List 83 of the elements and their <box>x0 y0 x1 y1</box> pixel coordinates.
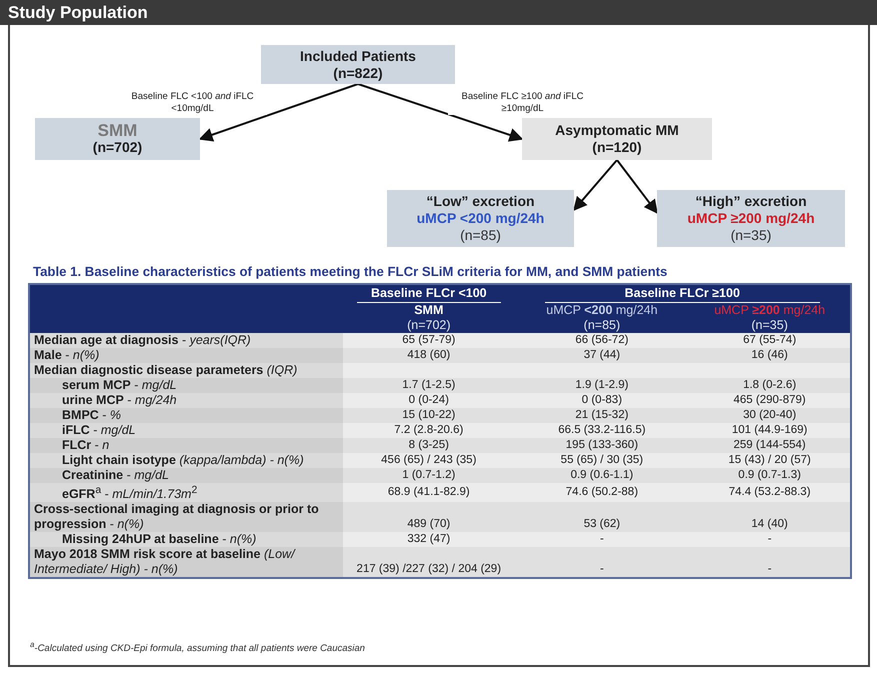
cell-value: - <box>514 547 690 578</box>
cell-value: 66.5 (33.2-116.5) <box>514 423 690 438</box>
node-text: SMM <box>98 122 138 139</box>
arrow <box>358 83 524 142</box>
footnote: $^{a}$-Calculated using CKD-Epi formula, assuming that all patients were Caucasian <box>30 640 365 654</box>
node-text: (n=35) <box>730 227 772 244</box>
cell-value: 465 (290-879) <box>689 393 851 408</box>
row-label: eGFR$^{a}$ - mL/min/1.73m$^{2}$ <box>29 483 344 502</box>
cell-value: 55 (65) / 30 (35) <box>514 453 690 468</box>
process-box <box>261 45 455 84</box>
cell-value: 67 (55-74) <box>689 333 851 348</box>
process-box <box>387 190 574 247</box>
node-text: Included Patients <box>300 48 416 64</box>
node-text: (n=120) <box>592 139 642 156</box>
row-label: Missing 24hUP at baseline - n(%) <box>29 532 344 548</box>
cell-value: 1 (0.7-1.2) <box>343 468 515 483</box>
column-header: uMCP <200 mg/24h <box>545 303 659 318</box>
cell-value: 65 (57-79) <box>343 333 515 348</box>
row-label: Median age at diagnosis - years(IQR) <box>29 333 344 348</box>
cell-value: 332 (47) <box>343 532 515 548</box>
column-header: (n=35) <box>750 318 789 333</box>
node-text: (n=702) <box>92 139 142 156</box>
row-label: urine MCP - mg/24h <box>29 393 344 408</box>
cell-value: 0 (0-24) <box>343 393 515 408</box>
row-label: Male - n(%) <box>29 348 344 363</box>
process-box <box>35 118 200 160</box>
cell-value: 30 (20-40) <box>689 408 851 423</box>
arrow <box>573 159 618 211</box>
row-label: Median diagnostic disease parameters (IQR) <box>29 363 344 378</box>
cell-value: 259 (144-554) <box>689 438 851 453</box>
arrow <box>616 159 658 214</box>
row-label: Mayo 2018 SMM risk score at baseline (Low/ Intermediate/ High) - n(%) <box>29 547 344 578</box>
cell-value: 37 (44) <box>514 348 690 363</box>
node-text: “High” excretion <box>695 193 807 210</box>
row-label: BMPC - % <box>29 408 344 423</box>
cell-value: 74.6 (50.2-88) <box>514 483 690 502</box>
node-text: “Low” excretion <box>426 193 535 210</box>
cell-value: 21 (15-32) <box>514 408 690 423</box>
cell-value: 0 (0-83) <box>514 393 690 408</box>
cell-value: 7.2 (2.8-20.6) <box>343 423 515 438</box>
cell-value: 1.8 (0-2.6) <box>689 378 851 393</box>
column-header: SMM <box>413 303 444 318</box>
row-label: Light chain isotype (kappa/lambda) - n(%) <box>29 453 344 468</box>
node-text: uMCP <200 mg/24h <box>416 210 544 227</box>
node-text: uMCP ≥200 mg/24h <box>687 210 815 227</box>
table-caption: Table 1. Baseline characteristics of patients meeting the FLCr SLiM criteria for MM, and SMM patients <box>33 264 668 279</box>
cell-value: 1.7 (1-2.5) <box>343 378 515 393</box>
cell-value: - <box>514 532 690 548</box>
cell-value: 0.9 (0.6-1.1) <box>514 468 690 483</box>
column-header: (n=702) <box>406 318 452 333</box>
cell-value: 489 (70) <box>343 502 515 532</box>
cell-value: 217 (39) /227 (32) / 204 (29) <box>343 547 515 578</box>
process-box <box>657 190 845 247</box>
cell-value: 74.4 (53.2-88.3) <box>689 483 851 502</box>
cell-value: 53 (62) <box>514 502 690 532</box>
row-label: serum MCP - mg/dL <box>29 378 344 393</box>
panel-title: Study Population <box>0 0 877 25</box>
process-box <box>522 118 712 160</box>
arrow <box>198 83 358 142</box>
cell-value: 15 (43) / 20 (57) <box>689 453 851 468</box>
cell-value: 101 (44.9-169) <box>689 423 851 438</box>
row-label: iFLC - mg/dL <box>29 423 344 438</box>
row-label: Creatinine - mg/dL <box>29 468 344 483</box>
cell-value: - <box>689 532 851 548</box>
cell-value: 0.9 (0.7-1.3) <box>689 468 851 483</box>
node-text: (n=85) <box>460 227 501 244</box>
cell-value: 14 (40) <box>689 502 851 532</box>
cell-value: 66 (56-72) <box>514 333 690 348</box>
row-label: Cross-sectional imaging at diagnosis or prior to progression - n(%) <box>29 502 344 532</box>
node-text: (n=822) <box>333 64 383 82</box>
row-label: FLCr - n <box>29 438 344 453</box>
column-header: (n=85) <box>582 318 622 333</box>
cell-value: 418 (60) <box>343 348 515 363</box>
column-header: uMCP ≥200 mg/24h <box>713 303 826 318</box>
cell-value: 16 (46) <box>689 348 851 363</box>
cell-value: - <box>689 547 851 578</box>
cell-value: 8 (3-25) <box>343 438 515 453</box>
cell-value: 456 (65) / 243 (35) <box>343 453 515 468</box>
cell-value: 1.9 (1-2.9) <box>514 378 690 393</box>
cell-value: 195 (133-360) <box>514 438 690 453</box>
node-text: Asymptomatic MM <box>555 122 679 139</box>
cell-value: 68.9 (41.1-82.9) <box>343 483 515 502</box>
cell-value: 15 (10-22) <box>343 408 515 423</box>
